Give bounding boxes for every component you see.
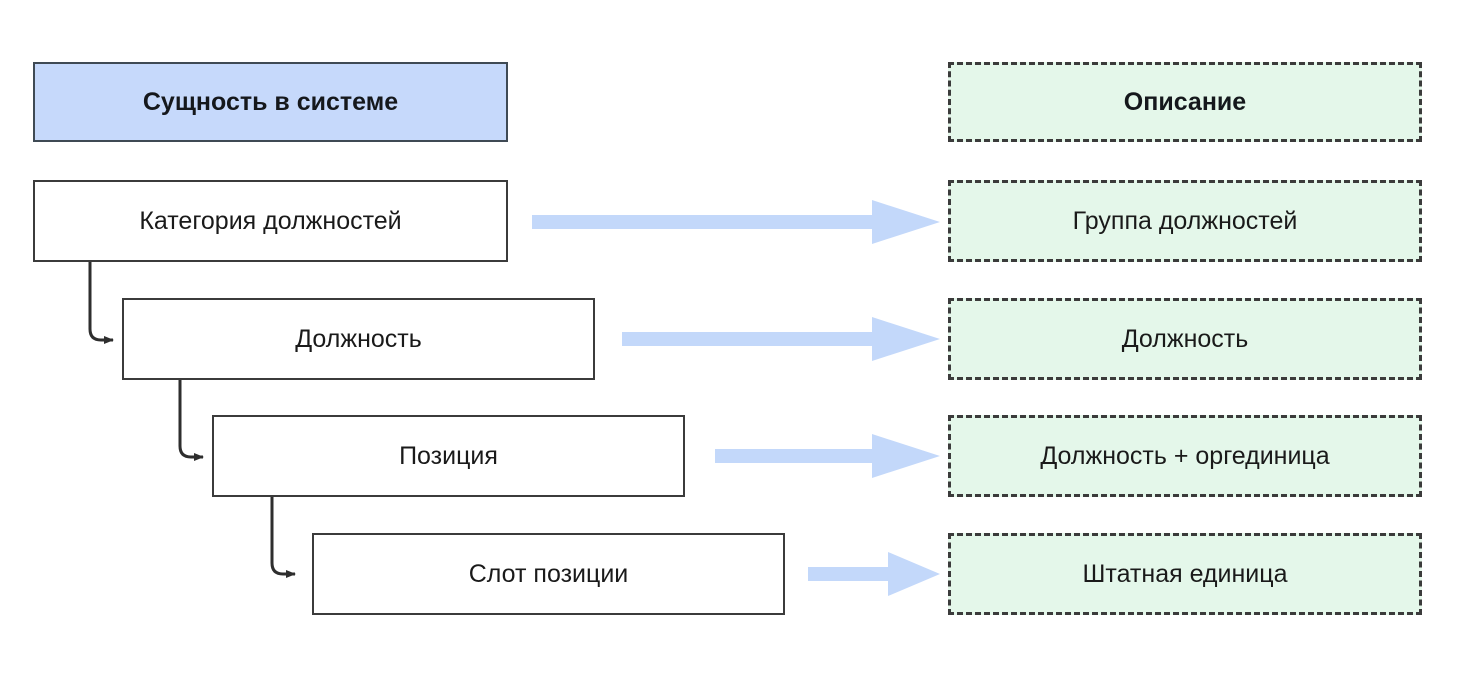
connector-level3-to-level4 <box>270 497 296 578</box>
mapping-arrow-level-2 <box>622 317 940 361</box>
header-description-column: Описание <box>948 62 1422 142</box>
description-box-level-4[interactable]: Штатная единица <box>948 533 1422 615</box>
entity-box-level-1[interactable]: Категория должностей <box>33 180 508 262</box>
entity-box-level-4[interactable]: Слот позиции <box>312 533 785 615</box>
description-box-level-3[interactable]: Должность + оргединица <box>948 415 1422 497</box>
mapping-arrow-level-1 <box>532 200 940 244</box>
entity-box-level-2[interactable]: Должность <box>122 298 595 380</box>
connector-level1-to-level2 <box>88 262 114 344</box>
description-box-level-2[interactable]: Должность <box>948 298 1422 380</box>
mapping-arrow-level-4 <box>808 552 940 596</box>
description-box-level-1[interactable]: Группа должностей <box>948 180 1422 262</box>
mapping-arrow-level-3 <box>715 434 940 478</box>
entity-box-level-3[interactable]: Позиция <box>212 415 685 497</box>
header-entity-column: Сущность в системе <box>33 62 508 142</box>
connector-level2-to-level3 <box>178 380 204 461</box>
